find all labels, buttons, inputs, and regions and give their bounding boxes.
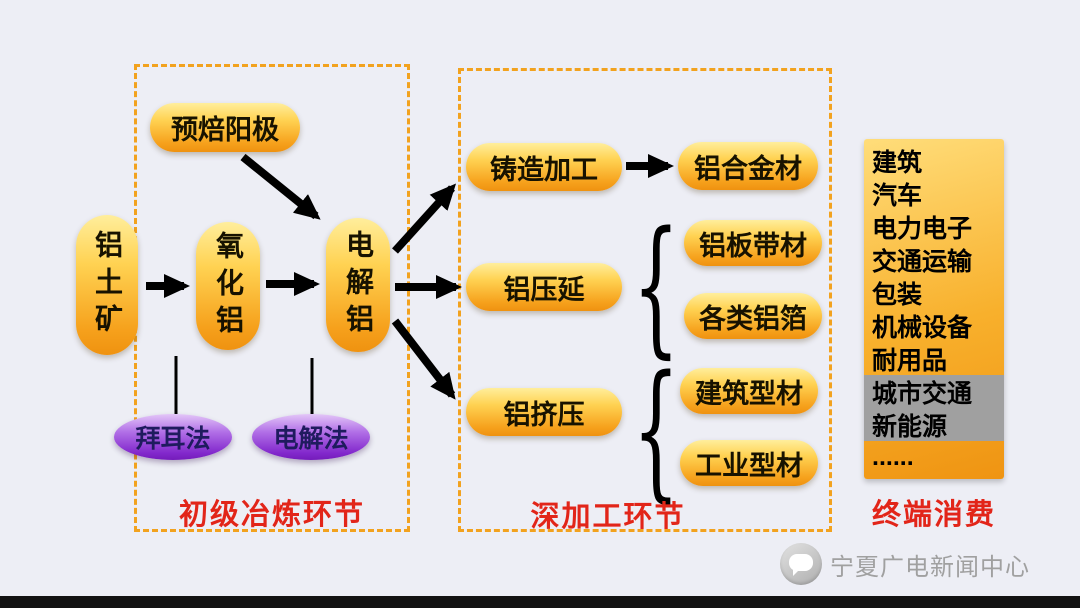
- node-alumina: 氧化铝: [196, 222, 260, 350]
- consumption-item: 建筑: [872, 148, 923, 177]
- node-aluminum-alloy: 铝合金材: [678, 142, 818, 190]
- stage-label-terminal-consumption: 终端消费: [871, 499, 996, 531]
- consumption-item: 包装: [872, 280, 923, 309]
- node-prebaked-anode: 预焙阳极: [150, 103, 300, 152]
- terminal-consumption-panel: 建筑 汽车 电力电子 交通运输 包装 机械设备 耐用品 城市交通 新能源 ...…: [864, 139, 1004, 479]
- consumption-item-highlighted: 新能源: [864, 408, 1004, 441]
- node-foil: 各类铝箔: [684, 293, 822, 339]
- brace-extrusion-outputs: {: [632, 344, 680, 516]
- consumption-item: 耐用品: [872, 346, 948, 375]
- consumption-item: ......: [872, 443, 914, 471]
- brace-rolling-outputs: {: [632, 200, 680, 372]
- node-casting: 铸造加工: [466, 143, 622, 191]
- consumption-item: 交通运输: [872, 247, 973, 276]
- node-rolling: 铝压延: [466, 263, 622, 311]
- consumption-item: 汽车: [872, 181, 923, 210]
- watermark-text: 宁夏广电新闻中心: [830, 553, 1030, 581]
- node-electrolysis-process: 电解法: [252, 414, 370, 460]
- deep-processing-group-box: [458, 68, 832, 532]
- arrow-anode-to-electrolytic: [240, 153, 321, 220]
- arrow-electrolytic-to-casting: [392, 183, 457, 254]
- node-bayer-process: 拜耳法: [114, 414, 232, 460]
- consumption-item: 电力电子: [872, 214, 973, 243]
- node-industrial-profile: 工业型材: [680, 440, 818, 486]
- consumption-item-highlighted: 城市交通: [864, 375, 1004, 408]
- arrow-electrolytic-to-extrusion: [391, 318, 456, 400]
- wechat-chat-bubble-icon: [780, 543, 822, 585]
- node-electrolytic-aluminum: 电解铝: [326, 218, 390, 352]
- bottom-black-bar: [0, 596, 1080, 608]
- consumption-item: 机械设备: [872, 313, 973, 342]
- node-plate-strip: 铝板带材: [684, 220, 822, 266]
- node-bauxite: 铝土矿: [76, 215, 138, 355]
- node-construction-profile: 建筑型材: [680, 368, 818, 414]
- stage-label-deep-processing: 深加工环节: [530, 501, 686, 533]
- node-extrusion: 铝挤压: [466, 388, 622, 436]
- stage-label-primary-smelting: 初级冶炼环节: [178, 499, 365, 531]
- watermark: 宁夏广电新闻中心: [780, 543, 1030, 585]
